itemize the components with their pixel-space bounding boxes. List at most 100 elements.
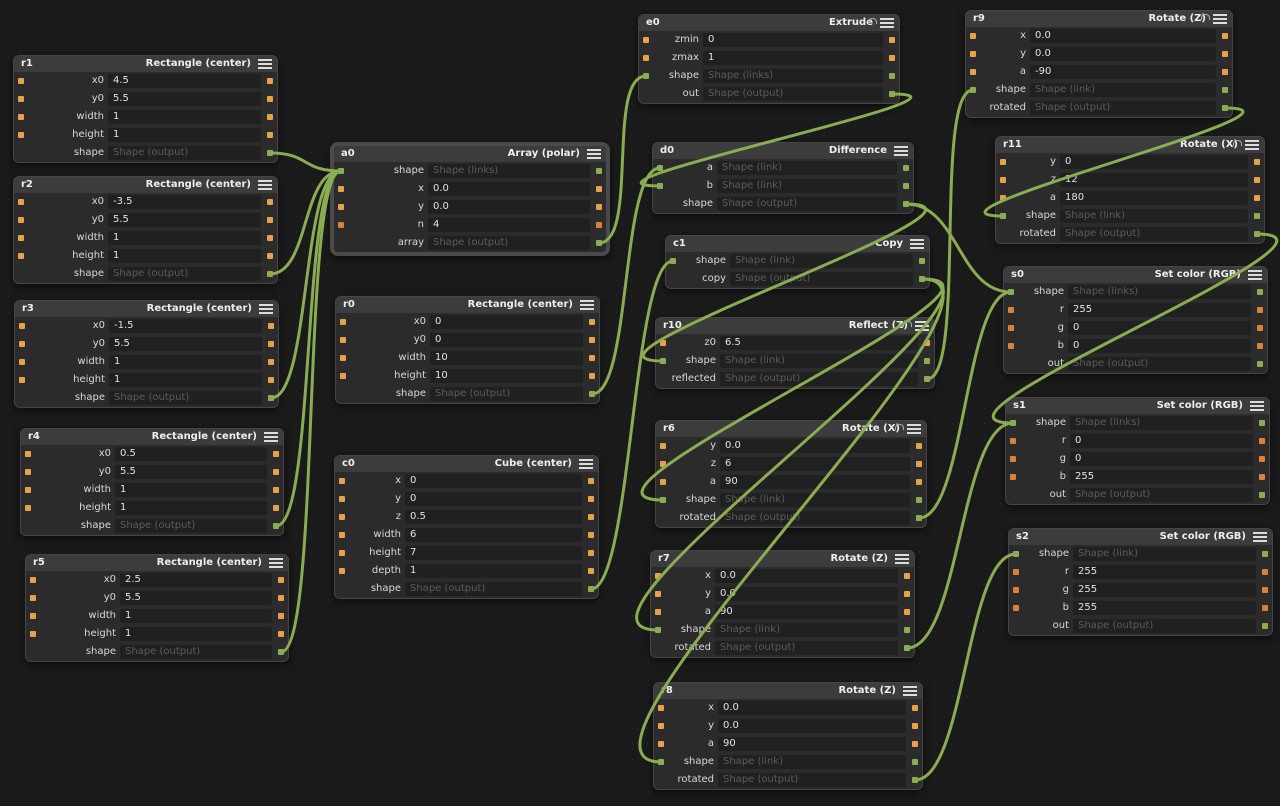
input-port-icon[interactable] (1008, 343, 1014, 349)
value-input[interactable]: 7 (405, 546, 582, 560)
link-field[interactable]: Shape (links) (428, 164, 590, 178)
link-wire[interactable] (913, 552, 1018, 782)
input-port-icon[interactable] (643, 37, 649, 43)
value-input[interactable]: 2.5 (120, 573, 272, 587)
output-port-icon[interactable] (904, 591, 910, 597)
link-field[interactable]: Shape (output) (720, 511, 910, 525)
output-port-icon[interactable] (273, 505, 279, 511)
output-port-icon[interactable] (903, 201, 909, 207)
output-port-icon[interactable] (278, 595, 284, 601)
value-input[interactable]: 0.0 (1030, 47, 1216, 61)
value-input[interactable]: 180 (1060, 191, 1248, 205)
output-port-icon[interactable] (268, 377, 274, 383)
input-port-icon[interactable] (655, 609, 661, 615)
link-field[interactable]: Shape (output) (718, 773, 906, 787)
input-port-icon[interactable] (30, 577, 36, 583)
input-port-icon[interactable] (1013, 587, 1019, 593)
hamburger-menu-icon[interactable] (895, 554, 909, 564)
link-field[interactable]: Shape (output) (703, 87, 883, 101)
output-port-icon[interactable] (267, 217, 273, 223)
hamburger-menu-icon[interactable] (1213, 14, 1227, 24)
value-input[interactable]: 1 (120, 627, 272, 641)
input-port-icon[interactable] (660, 479, 666, 485)
input-port-icon[interactable] (658, 741, 664, 747)
link-field[interactable]: Shape (link) (718, 755, 906, 769)
value-input[interactable]: 0 (430, 315, 583, 329)
link-field[interactable]: Shape (output) (1060, 227, 1248, 241)
input-port-icon[interactable] (339, 496, 345, 502)
input-port-icon[interactable] (30, 595, 36, 601)
output-port-icon[interactable] (916, 479, 922, 485)
value-input[interactable]: 0 (1060, 155, 1248, 169)
output-port-icon[interactable] (596, 168, 602, 174)
value-input[interactable]: 6.5 (720, 336, 918, 350)
input-port-icon[interactable] (1008, 289, 1014, 295)
hamburger-menu-icon[interactable] (587, 149, 601, 159)
value-input[interactable]: 90 (715, 605, 898, 619)
input-port-icon[interactable] (658, 759, 664, 765)
link-field[interactable]: Shape (output) (109, 391, 262, 405)
input-port-icon[interactable] (1008, 325, 1014, 331)
output-port-icon[interactable] (916, 443, 922, 449)
input-port-icon[interactable] (25, 487, 31, 493)
link-field[interactable]: Shape (link) (1030, 83, 1216, 97)
input-port-icon[interactable] (970, 33, 976, 39)
lock-icon[interactable] (868, 18, 877, 24)
output-port-icon[interactable] (889, 37, 895, 43)
input-port-icon[interactable] (339, 514, 345, 520)
output-port-icon[interactable] (1262, 587, 1268, 593)
link-field[interactable]: Shape (output) (120, 645, 272, 659)
input-port-icon[interactable] (660, 443, 666, 449)
output-port-icon[interactable] (267, 253, 273, 259)
output-port-icon[interactable] (588, 586, 594, 592)
lock-icon[interactable] (1233, 140, 1242, 146)
input-port-icon[interactable] (18, 114, 24, 120)
output-port-icon[interactable] (267, 271, 273, 277)
hamburger-menu-icon[interactable] (269, 558, 283, 568)
value-input[interactable]: 0 (1068, 321, 1251, 335)
value-input[interactable]: 5.5 (115, 465, 267, 479)
output-port-icon[interactable] (916, 515, 922, 521)
value-input[interactable]: 0.5 (115, 447, 267, 461)
input-port-icon[interactable] (30, 613, 36, 619)
hamburger-menu-icon[interactable] (894, 146, 908, 156)
link-field[interactable]: Shape (link) (1060, 209, 1248, 223)
output-port-icon[interactable] (1259, 474, 1265, 480)
output-port-icon[interactable] (1262, 569, 1268, 575)
value-input[interactable]: 0.0 (428, 182, 590, 196)
hamburger-menu-icon[interactable] (264, 432, 278, 442)
input-port-icon[interactable] (1008, 307, 1014, 313)
value-input[interactable]: 0 (1070, 452, 1253, 466)
hamburger-menu-icon[interactable] (1245, 140, 1259, 150)
input-port-icon[interactable] (660, 497, 666, 503)
output-port-icon[interactable] (1262, 551, 1268, 557)
hamburger-menu-icon[interactable] (259, 304, 273, 314)
input-port-icon[interactable] (338, 204, 344, 210)
output-port-icon[interactable] (912, 777, 918, 783)
output-port-icon[interactable] (1257, 343, 1263, 349)
value-input[interactable]: 255 (1073, 601, 1256, 615)
link-field[interactable]: Shape (output) (428, 236, 590, 250)
output-port-icon[interactable] (278, 577, 284, 583)
link-field[interactable]: Shape (output) (430, 387, 583, 401)
input-port-icon[interactable] (1010, 456, 1016, 462)
input-port-icon[interactable] (970, 87, 976, 93)
value-input[interactable]: 0 (405, 474, 582, 488)
output-port-icon[interactable] (1262, 605, 1268, 611)
output-port-icon[interactable] (924, 376, 930, 382)
hamburger-menu-icon[interactable] (258, 59, 272, 69)
